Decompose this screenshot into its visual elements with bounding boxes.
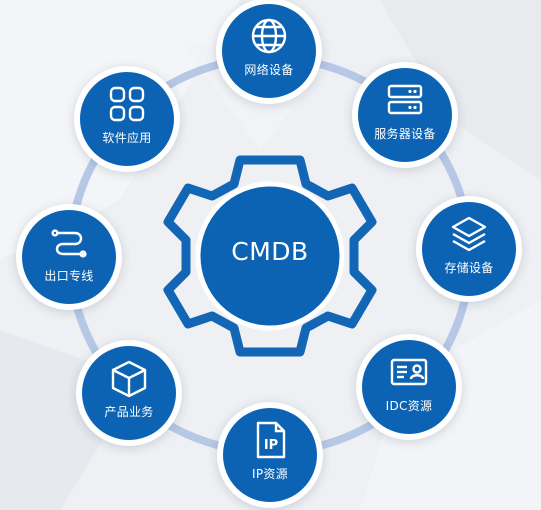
node-label: IDC资源 xyxy=(385,399,433,413)
id-card-icon xyxy=(390,358,428,386)
server-icon xyxy=(387,84,423,115)
node-label: 服务器设备 xyxy=(374,127,436,141)
node-ip-resources[interactable]: IP IP资源 xyxy=(223,408,317,502)
node-label: 软件应用 xyxy=(102,131,152,145)
node-label: 出口专线 xyxy=(44,269,94,283)
node-network-devices[interactable]: 网络设备 xyxy=(222,4,316,98)
node-product-business[interactable]: 产品业务 xyxy=(82,346,176,440)
center-label: CMDB xyxy=(231,237,309,266)
node-storage-devices[interactable]: 存储设备 xyxy=(422,202,516,296)
node-label: 存储设备 xyxy=(444,261,494,275)
node-label: 网络设备 xyxy=(244,63,294,77)
node-idc-resources[interactable]: IDC资源 xyxy=(362,340,456,434)
svg-text:IP: IP xyxy=(264,438,278,453)
node-server-devices[interactable]: 服务器设备 xyxy=(358,68,452,162)
apps-grid-icon xyxy=(109,86,145,122)
node-software-apps[interactable]: 软件应用 xyxy=(80,72,174,166)
node-label: IP资源 xyxy=(252,467,288,481)
node-label: 产品业务 xyxy=(104,405,154,419)
layers-icon xyxy=(451,216,487,252)
ip-file-icon: IP xyxy=(256,421,286,459)
globe-icon xyxy=(251,18,287,54)
route-icon xyxy=(51,229,87,258)
gear-icon xyxy=(163,155,377,357)
box-icon xyxy=(111,360,147,398)
node-dedicated-line[interactable]: 出口专线 xyxy=(22,210,116,304)
